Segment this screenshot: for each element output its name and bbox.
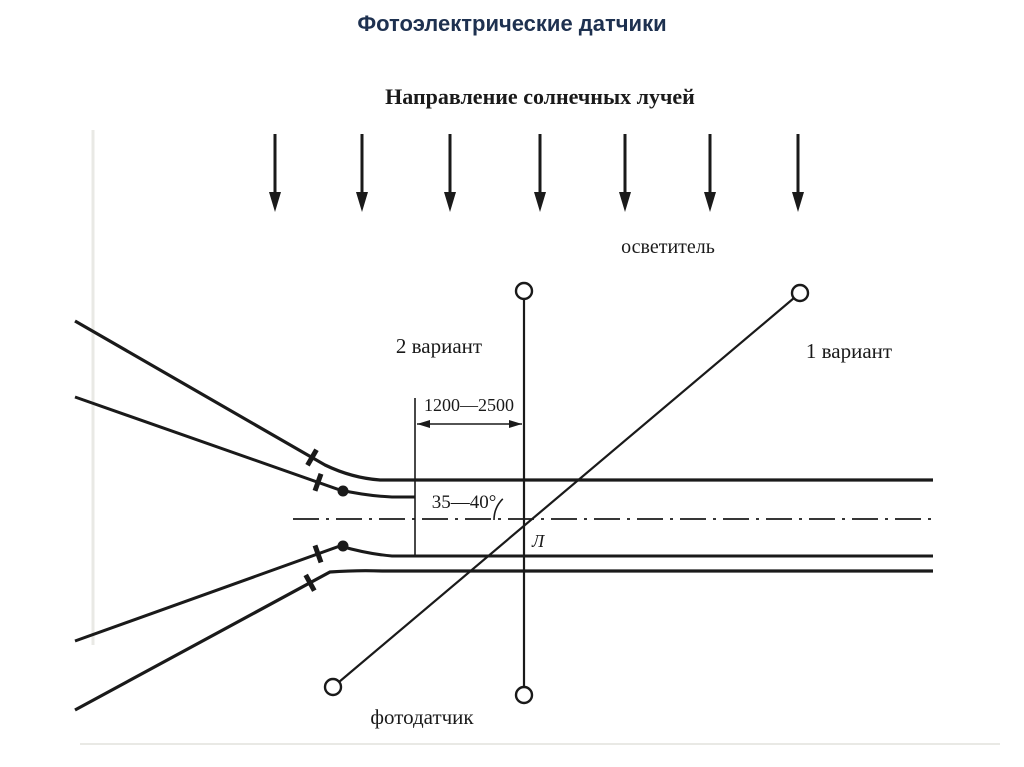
dimension-annotation: 1200—2500 bbox=[414, 395, 522, 557]
sun-rays bbox=[269, 134, 804, 212]
photodetector-icon bbox=[514, 685, 534, 705]
track-bottom-outer-line bbox=[74, 569, 933, 712]
sensor-ticks bbox=[303, 448, 349, 592]
axis-point-label: Л bbox=[531, 531, 546, 551]
lamp-icon bbox=[514, 281, 534, 301]
photodetector-label: фотодатчик bbox=[370, 705, 474, 729]
sun-ray-arrowhead-icon bbox=[356, 192, 368, 212]
sun-ray bbox=[356, 134, 368, 212]
angle-label: 35—40° bbox=[432, 492, 497, 513]
sensor-tick bbox=[312, 472, 324, 492]
illuminator-label: осветитель bbox=[621, 236, 715, 258]
sun-ray bbox=[704, 134, 716, 212]
sun-ray-arrowhead-icon bbox=[444, 192, 456, 212]
track-outline bbox=[74, 319, 936, 712]
sensor-dot bbox=[337, 485, 349, 497]
sun-ray bbox=[792, 134, 804, 212]
sun-ray-arrowhead-icon bbox=[792, 192, 804, 212]
sun-ray bbox=[444, 134, 456, 212]
sun-ray-arrowhead-icon bbox=[704, 192, 716, 212]
sensor-dot bbox=[337, 540, 349, 552]
sensor-tick bbox=[303, 573, 317, 592]
track-bottom-inner-line bbox=[74, 544, 933, 643]
variant-1-label: 1 вариант bbox=[806, 339, 892, 363]
photodetector-icon bbox=[323, 677, 343, 697]
sun-ray bbox=[534, 134, 546, 212]
sensor-tick bbox=[312, 544, 324, 564]
variant-1-beam bbox=[323, 283, 810, 697]
variant-2-beam bbox=[514, 281, 534, 705]
track-top-inner-line bbox=[74, 395, 415, 499]
track-top-outer-line bbox=[74, 319, 933, 482]
sun-ray-arrowhead-icon bbox=[619, 192, 631, 212]
beam-line bbox=[338, 297, 795, 683]
dimension-arrowhead-right-icon bbox=[509, 420, 522, 428]
sun-ray bbox=[269, 134, 281, 212]
variant-2-label: 2 вариант bbox=[396, 334, 482, 358]
page-title: Фотоэлектрические датчики bbox=[357, 11, 666, 36]
sun-direction-label: Направление солнечных лучей bbox=[385, 84, 695, 109]
lamp-icon bbox=[790, 283, 810, 303]
dimension-label: 1200—2500 bbox=[424, 395, 514, 415]
sun-ray-arrowhead-icon bbox=[269, 192, 281, 212]
sun-ray bbox=[619, 134, 631, 212]
angle-annotation: 35—40° Л bbox=[432, 492, 546, 551]
angle-arc bbox=[493, 498, 504, 521]
sun-ray-arrowhead-icon bbox=[534, 192, 546, 212]
dimension-arrowhead-left-icon bbox=[417, 420, 430, 428]
sensor-tick bbox=[305, 448, 319, 467]
